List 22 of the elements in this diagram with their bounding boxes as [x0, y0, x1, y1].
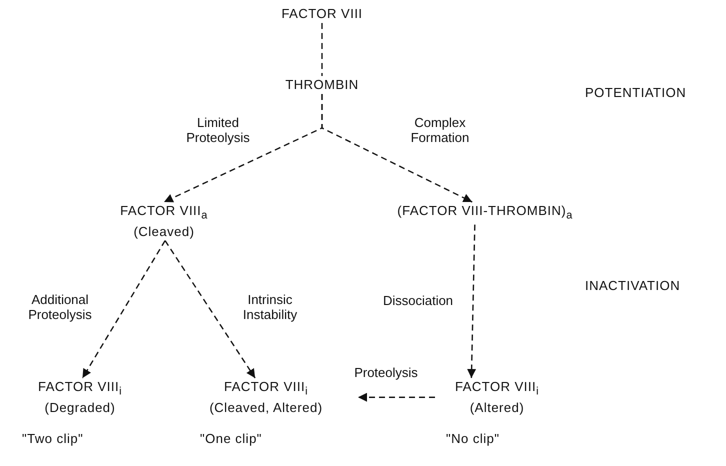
arrow: [164, 240, 256, 378]
arrow: [358, 392, 435, 402]
clip-note: "No clip": [446, 431, 500, 446]
node-label: (Cleaved, Altered): [208, 400, 324, 416]
phase-label: INACTIVATION: [585, 278, 680, 293]
clip-note: "Two clip": [22, 431, 84, 446]
node-label: FACTOR VIII$_{i}$: [454, 379, 540, 400]
phase-label: POTENTIATION: [585, 85, 686, 100]
arrow: [467, 224, 476, 378]
node-label: THROMBIN: [284, 77, 360, 93]
arrow: [82, 240, 166, 378]
node-label: FACTOR VIII$_{i}$: [36, 379, 123, 400]
node-label: (FACTOR VIII-THROMBIN)$_{a}$: [396, 203, 574, 224]
node-label: FACTOR VIII$_{i}$: [222, 379, 309, 400]
node-label: FACTOR VIII: [280, 6, 364, 22]
node-label: (Degraded): [44, 400, 116, 416]
node-label: FACTOR VIII$_{a}$: [119, 203, 209, 224]
clip-note: "One clip": [200, 431, 262, 446]
connector-line: [321, 23, 323, 76]
node-label: (Altered): [468, 400, 526, 416]
arrow: [321, 94, 472, 203]
node-label: (Cleaved): [132, 224, 196, 240]
